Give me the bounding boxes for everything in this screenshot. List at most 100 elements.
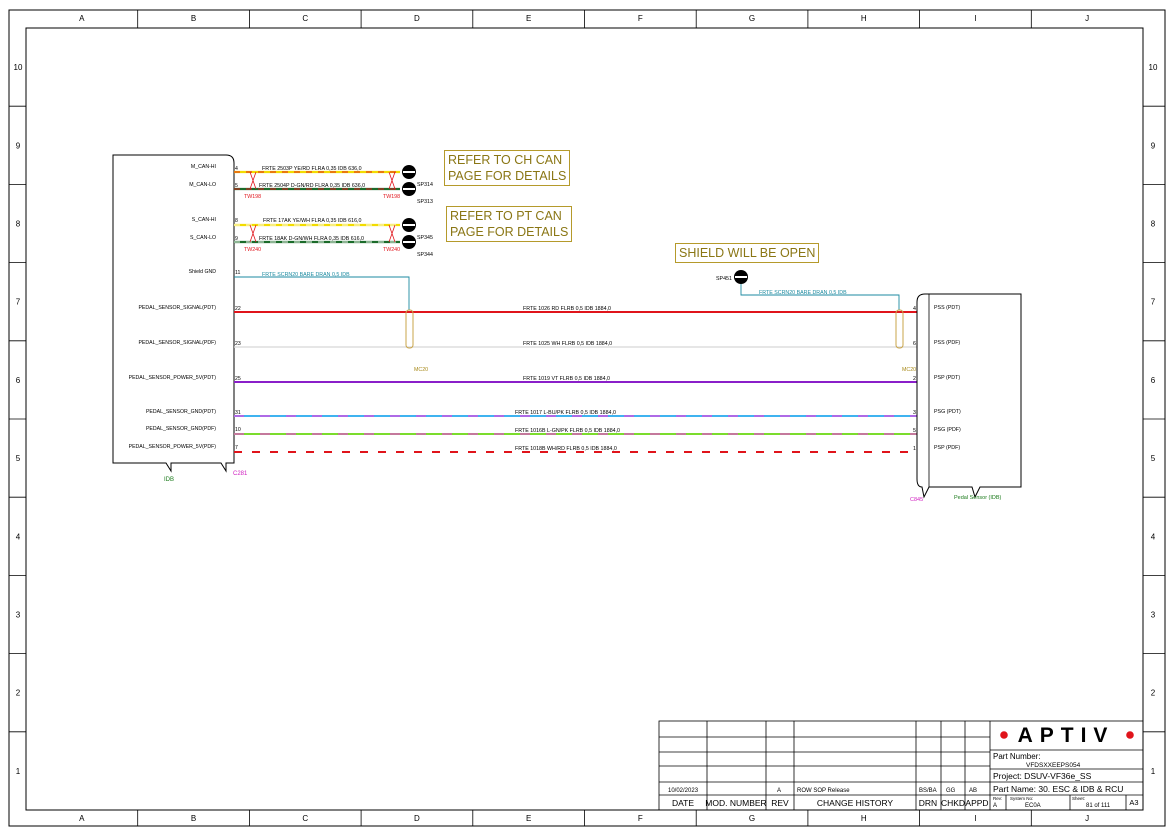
sheet-label: Sheet: [1072,796,1085,801]
twist-marker-tw198-right [388,171,396,190]
pin-label-psp-pdt: PSP (PDT) [934,375,960,381]
pin-label-pss-pdt: PSS (PDT) [934,305,960,311]
c281-connector-label: C281 [233,471,248,477]
pin-number: 7 [235,445,238,451]
twist-label: TW198 [383,194,400,200]
column-zone-label: I [974,14,976,23]
splice-label-sp344: SP344 [417,252,433,258]
column-zone-label: G [749,814,755,823]
pin-number: 9 [235,236,238,242]
pin-label-psg-pdt: PSG (PDT) [934,409,961,415]
revision-history: ROW SOP Release [797,788,850,794]
row-zone-label: 5 [1151,454,1156,463]
revision-chkd: GG [946,788,956,794]
sheet-size: A3 [1129,798,1138,807]
note-ch-can: REFER TO CH CAN PAGE FOR DETAILS [444,150,571,186]
twist-label: TW240 [244,247,261,253]
rev-label: Rev: [993,796,1002,801]
column-zone-label: F [638,814,643,823]
pin-number: 3 [913,410,916,416]
pin-number: 2 [913,376,916,382]
pin-label-m-can-lo: M_CAN-LO [189,182,216,188]
pin-label-pedal-power-pdf: PEDAL_SENSOR_POWER_5V(PDF) [129,444,217,450]
row-zone-label: 8 [1151,220,1156,229]
idb-connector-body [112,154,235,473]
system-value: EC0A [1025,803,1041,809]
c845-connector-label: C845 [910,497,923,503]
note-pt-can: REFER TO PT CAN PAGE FOR DETAILS [446,206,573,242]
pin-number: 31 [235,410,241,416]
twist-marker-tw198-left [249,171,257,190]
splice-label-sp345: SP345 [417,235,433,241]
header-date: DATE [672,798,694,808]
row-zone-label: 6 [16,376,21,385]
part-name: Part Name: 30. ESC & IDB & RCU [993,784,1123,794]
column-zone-label: J [1085,14,1089,23]
pin-number: 11 [235,270,240,276]
row-zone-label: 3 [1151,611,1156,620]
wire-label-1016b: FRTE 1016B L-GN/PK FLRB 0,5 IDB 1884,0 [515,428,620,434]
system-label: System No: [1010,796,1033,801]
wire-label-1026: FRTE 1026 RD FLRB 0,5 IDB 1884,0 [523,306,611,312]
pin-number: 1 [913,446,916,452]
column-zone-label: H [861,814,867,823]
header-chkd: CHKD [941,798,965,808]
pin-label-shield-gnd: Shield GND [189,269,217,275]
pin-label-pedal-gnd-pdt: PEDAL_SENSOR_GND(PDT) [146,409,216,415]
shield-label-mc20-right: MC20 [902,367,916,373]
aptiv-logo-dot-right [1126,731,1134,739]
row-zone-label: 10 [14,63,23,72]
row-zone-label: 2 [16,689,21,698]
sheet-value: 81 of 111 [1086,803,1111,809]
header-drn: DRN [919,798,937,808]
row-zone-label: 1 [1151,767,1156,776]
row-zone-label: 6 [1151,376,1156,385]
column-zone-label: D [414,14,420,23]
wire-label-s-can-hi: FRTE 17AK YE/WH FLRA 0,35 IDB 616,0 [263,218,361,224]
header-appd: APPD [965,798,988,808]
column-zone-label: J [1085,814,1089,823]
row-zone-label: 9 [1151,141,1156,150]
wire-shield-left [234,276,410,310]
rev-value: A [993,803,997,809]
column-zone-label: E [526,14,531,23]
wire-label-s-can-lo: FRTE 18AK D-GN/WH FLRA 0,35 IDB 616,0 [259,236,364,242]
splice-mark [403,171,415,173]
part-number-label: Part Number: [993,752,1041,761]
splice-mark [403,241,415,243]
splice-label-sp314: SP314 [417,182,433,188]
wire-label-m-can-lo: FRTE 2504P D-GN/RD FLRA 0,35 IDB 636,0 [259,183,365,189]
wire-shield-right [740,284,900,310]
wire-label-1025: FRTE 1025 WH FLRB 0,5 IDB 1884,0 [523,341,612,347]
column-zone-label: C [302,814,308,823]
splice-label-sp313: SP313 [417,199,433,205]
row-zone-label: 2 [1151,689,1156,698]
header-mod-number: MOD. NUMBER [705,798,766,808]
column-zone-label: A [79,814,85,823]
aptiv-logo-dot-left [1000,731,1008,739]
row-zone-label: 9 [16,141,21,150]
pedal-sensor-module-label: Pedal Sensor (IDB) [954,495,1002,501]
row-zone-label: 4 [1151,532,1156,541]
pin-label-pss-pdf: PSS (PDF) [934,340,960,346]
column-zone-label: I [974,814,976,823]
header-rev: REV [771,798,789,808]
column-zone-label: A [79,14,85,23]
pin-label-m-can-hi: M_CAN-HI [191,164,216,170]
column-zone-label: B [191,814,196,823]
twist-label: TW240 [383,247,400,253]
pin-number: 8 [235,218,238,224]
wire-label-shield-right: FRTE SCRN20 BARE DRAN 0,5 IDB [759,290,847,296]
pin-label-psg-pdf: PSG (PDF) [934,427,961,433]
splice-mark [403,224,415,226]
twist-marker-tw240-left [249,224,257,243]
row-zone-label: 7 [1151,298,1156,307]
part-number-value: VFDSXXEEPS054 [1026,762,1081,769]
row-zone-label: 8 [16,220,21,229]
twist-label: TW198 [244,194,261,200]
column-zone-label: G [749,14,755,23]
pin-number: 23 [235,341,241,347]
splice-mark [403,188,415,190]
pin-label-pedal-gnd-pdf: PEDAL_SENSOR_GND(PDF) [146,426,216,432]
